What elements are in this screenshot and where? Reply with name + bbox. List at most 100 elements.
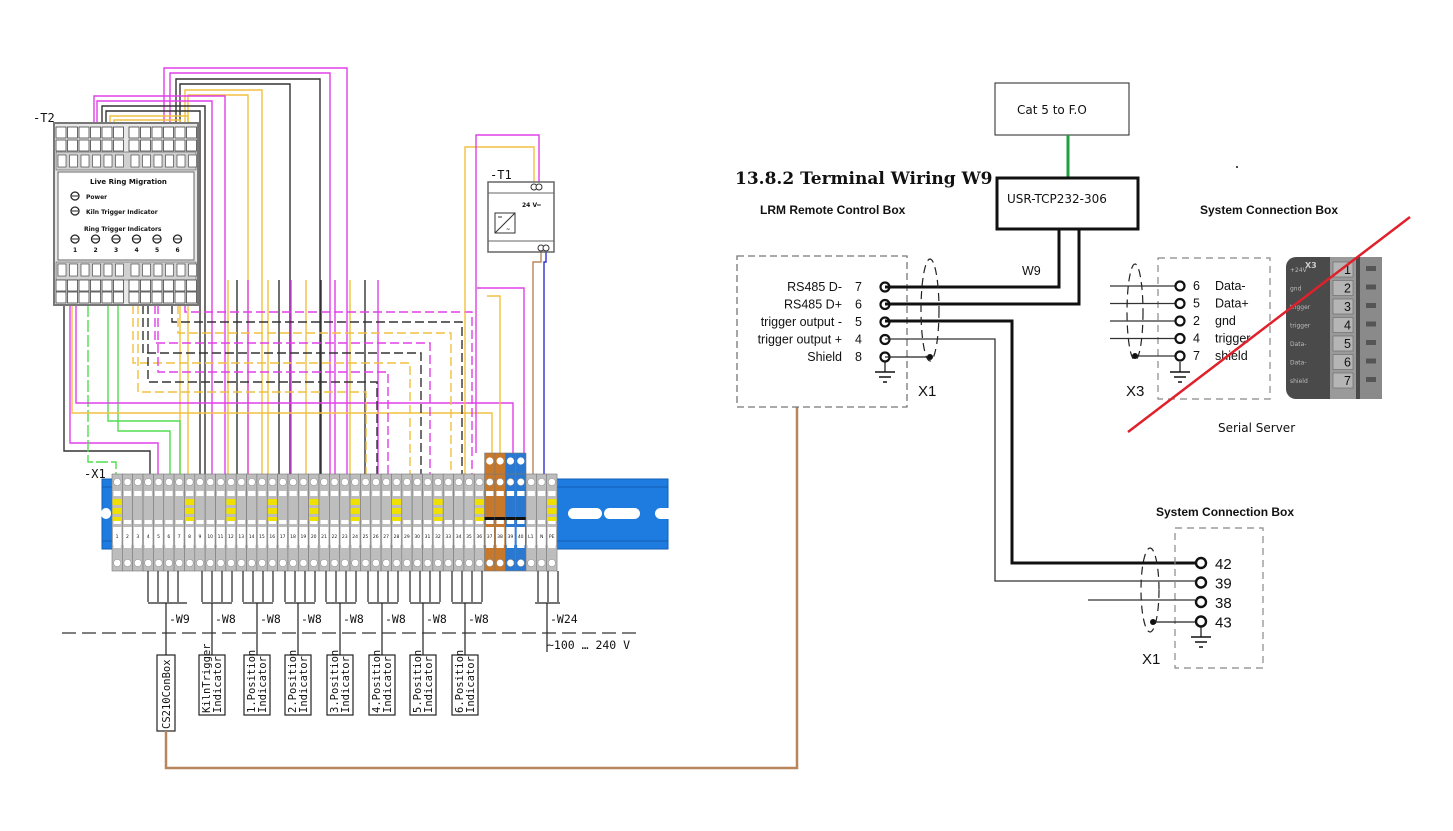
wire <box>132 305 411 474</box>
lrm-pin-label: Shield <box>807 350 842 364</box>
terminal-strip-tag: -X1 <box>84 467 106 481</box>
wire <box>147 305 378 474</box>
photo-pin-label: +24V <box>1290 267 1308 274</box>
power-supply-voltage: 24 V═ <box>522 202 541 209</box>
system-bottom-pin-number: 42 <box>1215 556 1232 573</box>
terminal-number: 24 <box>352 534 358 540</box>
device-box <box>409 654 437 716</box>
dc-converter-icon: ~ <box>494 212 516 234</box>
device-label-line1: 4.Position <box>371 650 383 713</box>
lrm-pin-number: 5 <box>855 315 862 329</box>
device-label-line1: 1.Position <box>246 650 258 713</box>
terminal-number: 9 <box>198 534 201 540</box>
terminal-number: PE <box>549 534 555 540</box>
lrm-pin-number: 6 <box>855 298 862 312</box>
power-supply-t1: -T1 24 V═ ~ <box>487 168 555 253</box>
terminal-number: 29 <box>404 534 410 540</box>
wire <box>71 305 493 453</box>
photo-pin-number: 4 <box>1344 319 1351 333</box>
ring-trigger-label: Ring Trigger Indicators <box>84 226 162 233</box>
power-label: Power <box>86 194 107 201</box>
terminal-number: 23 <box>342 534 348 540</box>
system-bottom-pin-number: 38 <box>1215 595 1232 612</box>
ring-led-number: 5 <box>155 247 159 254</box>
device-label-line2: Indicator <box>340 656 352 713</box>
system-bottom-pin-number: 39 <box>1215 576 1232 593</box>
terminal-number: 4 <box>147 534 150 540</box>
serial-server-box <box>995 176 1140 231</box>
terminal-icon <box>1194 595 1208 609</box>
system-top-pin-label: Data- <box>1215 279 1246 293</box>
terminal-number: 33 <box>445 534 451 540</box>
cable-id: -W8 <box>301 612 322 626</box>
system-top-pin-number: 5 <box>1193 297 1200 311</box>
system-top-pin-number: 4 <box>1193 332 1200 346</box>
device-label-line2: Indicator <box>465 656 477 713</box>
system-box-bottom <box>1174 527 1264 669</box>
ring-led-number: 1 <box>73 247 77 254</box>
terminal-number: 15 <box>259 534 265 540</box>
system-bottom-pin-list: 42 39 38 43 <box>1191 556 1232 648</box>
cable-id: -W9 <box>169 612 190 626</box>
photo-pin-label: Data- <box>1290 341 1307 348</box>
wire <box>487 295 501 453</box>
photo-pin-number: 2 <box>1344 282 1351 296</box>
system-top-pin-label: trigger <box>1215 332 1250 346</box>
lrm-connector-x1: X1 <box>918 383 936 400</box>
trigger-minus-wire <box>885 319 1195 565</box>
terminal-number: 5 <box>157 534 160 540</box>
terminal-number: 30 <box>414 534 420 540</box>
lrm-remote-control-box <box>736 255 908 408</box>
terminal-number: 11 <box>218 534 224 540</box>
wire <box>96 100 213 474</box>
wire <box>63 305 151 474</box>
device-box <box>451 654 479 716</box>
photo-pin-label: shield <box>1290 378 1308 385</box>
terminal-number: N <box>540 534 543 540</box>
terminal-number: 37 <box>487 534 493 540</box>
rs485-d-plus-wire <box>885 229 1081 306</box>
fo-converter-box <box>994 82 1130 136</box>
lrm-pin-label: RS485 D- <box>787 280 842 294</box>
terminal-number: 14 <box>249 534 255 540</box>
relay-module-tag: -T2 <box>33 111 55 125</box>
system-bottom-pin-number: 43 <box>1215 615 1232 632</box>
relay-module-title: Live Ring Migration <box>90 178 167 186</box>
terminal-number: 27 <box>383 534 389 540</box>
cable-shield-x1 <box>920 258 940 362</box>
section-title: 13.8.2 Terminal Wiring W9 <box>735 169 993 189</box>
terminal-icon <box>1174 332 1186 345</box>
wire <box>177 305 452 474</box>
system-top-pin-number: 7 <box>1193 349 1200 363</box>
lrm-pin-number: 7 <box>855 280 862 294</box>
power-supply-tag: -T1 <box>490 168 512 182</box>
mains-voltage: ~100 … 240 V <box>547 638 630 652</box>
stray-dot <box>1236 166 1238 168</box>
wire <box>105 110 201 474</box>
mains-cable-id: -W24 <box>550 612 578 626</box>
device-label-line2: Indicator <box>212 656 224 713</box>
wire <box>169 72 331 474</box>
wire <box>107 305 181 474</box>
device-label-line2: Indicator <box>423 656 435 713</box>
relay-module-t2: -T2 Live Ring Migration Power Kiln Trigg… <box>33 111 199 306</box>
photo-pin-number: 3 <box>1344 300 1351 314</box>
terminal-icon <box>1194 576 1208 589</box>
device-box <box>198 654 226 716</box>
wire <box>87 305 117 474</box>
rs485-d-minus-wire <box>885 229 1061 289</box>
cable-id: -W8 <box>260 612 281 626</box>
cable-id: -W8 <box>385 612 406 626</box>
wire <box>117 305 171 474</box>
cable-id: -W8 <box>215 612 236 626</box>
wire <box>101 105 206 474</box>
wire <box>75 305 514 453</box>
cable-id: -W8 <box>343 612 364 626</box>
device-label-line1: 6.Position <box>454 650 466 713</box>
photo-pin-label: gnd <box>1290 286 1302 293</box>
serial-server-label: USR-TCP232-306 <box>1007 192 1107 206</box>
terminal-number: 13 <box>238 534 244 540</box>
